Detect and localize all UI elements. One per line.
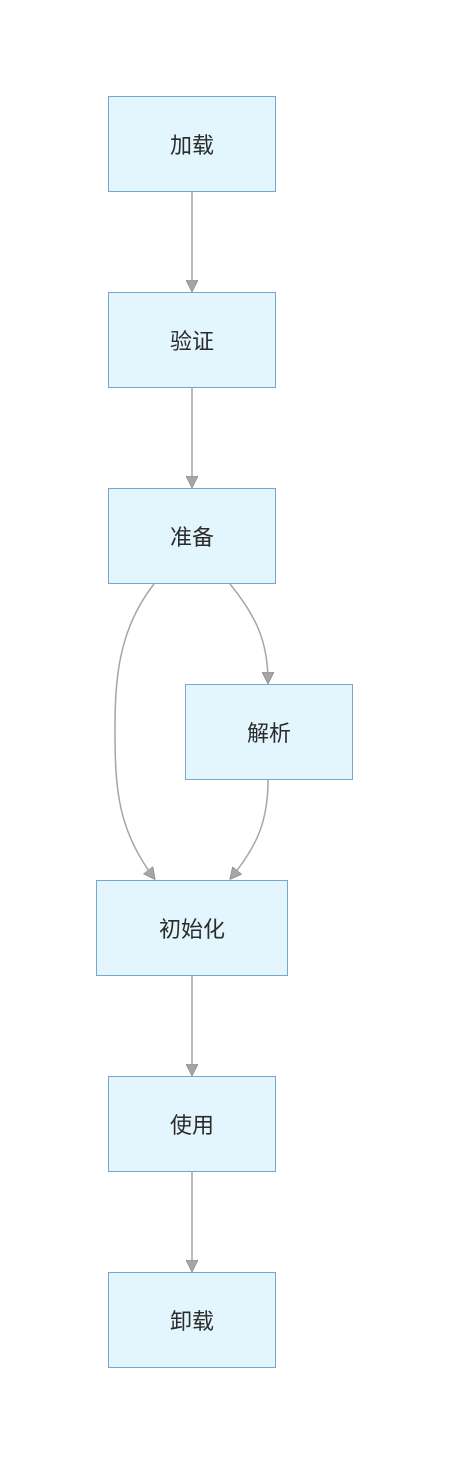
- edge-prepare-initialize: [114, 583, 154, 878]
- node-use-label: 使用: [169, 1114, 214, 1139]
- node-prepare: 准备: [108, 488, 276, 584]
- node-load: 加载: [108, 96, 276, 192]
- edge-prepare-resolve: [229, 583, 268, 682]
- edge-resolve-initialize: [231, 779, 269, 878]
- node-verify: 验证: [108, 292, 276, 388]
- node-initialize: 初始化: [96, 880, 288, 976]
- node-load-label: 加载: [169, 134, 214, 159]
- node-unload-label: 卸载: [169, 1310, 214, 1335]
- node-unload: 卸载: [108, 1272, 276, 1368]
- node-resolve: 解析: [185, 684, 353, 780]
- node-prepare-label: 准备: [169, 526, 214, 551]
- node-use: 使用: [108, 1076, 276, 1172]
- node-resolve-label: 解析: [246, 722, 291, 747]
- node-initialize-label: 初始化: [158, 918, 225, 943]
- node-verify-label: 验证: [169, 330, 214, 355]
